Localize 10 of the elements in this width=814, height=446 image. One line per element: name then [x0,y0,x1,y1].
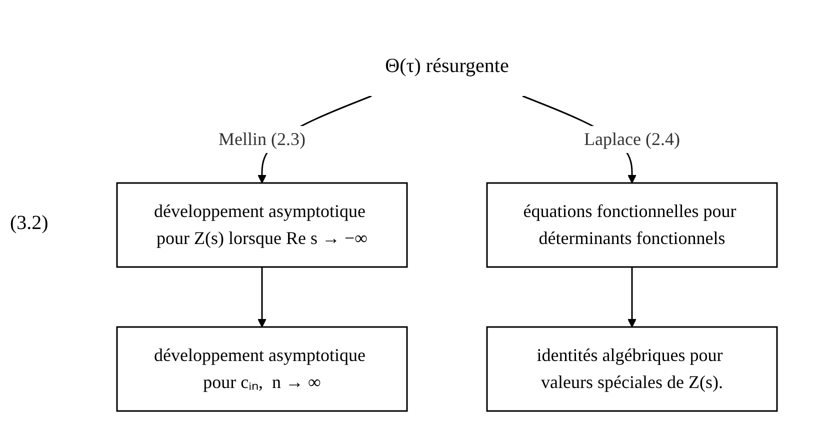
node-box: identités algébriques pour valeurs spéciales de Z(s). [486,326,778,412]
arrow [258,266,266,327]
node-text: Θ(τ) résurgente [385,54,509,76]
equation-number: (3.2) [10,212,50,234]
node-box: développement asymptotique pour cᵢₙ, n → ∞ [116,326,408,412]
node-box: développement asymptotique pour Z(s) lorsque Re s → −∞ [116,182,408,268]
edge-label: Mellin (2.3) [218,128,306,148]
node-box: équations fonctionnelles pour déterminants fonctionnels [486,182,778,268]
edge-label: Laplace (2.4) [584,128,680,148]
arrow [628,266,636,327]
